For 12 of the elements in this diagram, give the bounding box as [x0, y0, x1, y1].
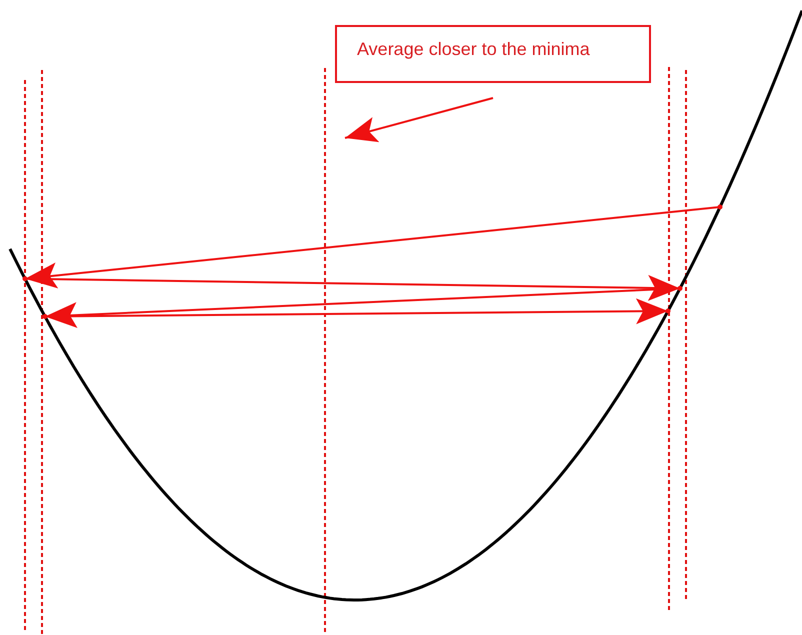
curve-point: [678, 286, 682, 291]
curve-point: [22, 276, 28, 282]
curve-point: [718, 204, 722, 210]
arrow: [344, 97, 494, 142]
curve-point: [42, 314, 48, 319]
callout-text: Average closer to the minima: [357, 39, 590, 59]
arrow: [44, 287, 680, 328]
arrow: [24, 274, 680, 301]
curve-point: [666, 308, 670, 314]
arrow: [45, 298, 668, 324]
callout-box: [335, 25, 651, 83]
arrow: [24, 206, 720, 288]
